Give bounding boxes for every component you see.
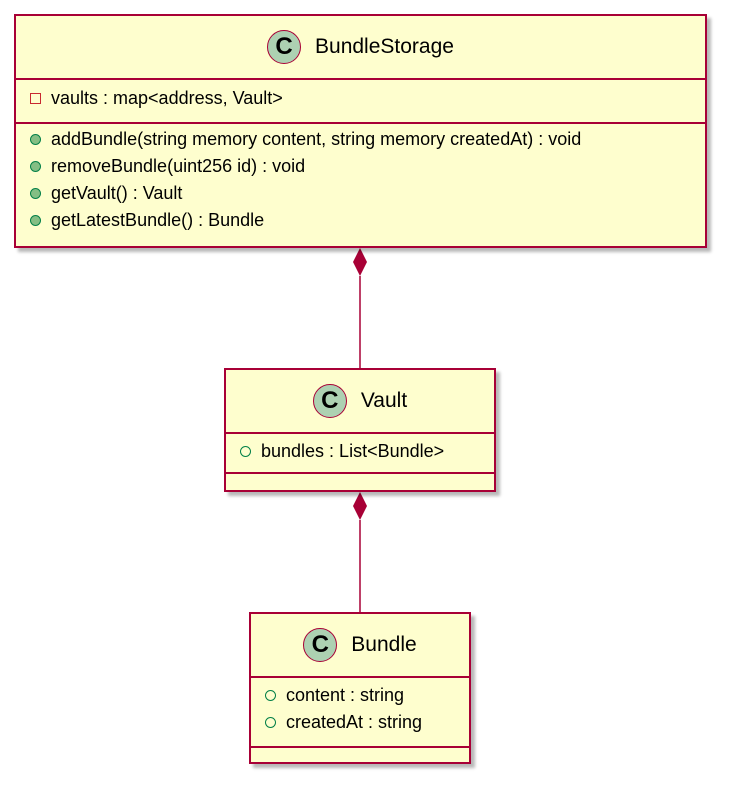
- field-row: vaults : map<address, Vault>: [16, 85, 705, 112]
- class-name: Bundle: [351, 633, 417, 656]
- field-text: createdAt : string: [286, 712, 423, 732]
- private-field-icon: [30, 93, 41, 104]
- method-text: getLatestBundle() : Bundle: [51, 210, 265, 230]
- class-name: BundleStorage: [315, 35, 454, 58]
- composition-diamond: [353, 248, 367, 276]
- methods-section: [226, 474, 494, 480]
- public-method-icon: [30, 161, 41, 172]
- class-circle-icon: C: [303, 628, 338, 662]
- class-header: C Vault: [226, 370, 494, 434]
- method-row: getVault() : Vault: [16, 180, 705, 207]
- method-text: addBundle(string memory content, string …: [51, 129, 582, 149]
- composition-bundlestorage-vault: [353, 248, 367, 368]
- class-header: C BundleStorage: [16, 16, 705, 80]
- fields-section: vaults : map<address, Vault>: [16, 80, 705, 124]
- public-method-icon: [30, 188, 41, 199]
- field-text: content : string: [286, 685, 405, 705]
- class-header: C Bundle: [251, 614, 469, 678]
- field-row: createdAt : string: [251, 709, 469, 736]
- class-name: Vault: [360, 389, 408, 412]
- class-circle-icon: C: [312, 384, 347, 418]
- methods-section: addBundle(string memory content, string …: [16, 124, 705, 238]
- class-vault[interactable]: C Vault bundles : List<Bundle>: [224, 368, 496, 492]
- composition-vault-bundle: [353, 492, 367, 612]
- class-bundlestorage[interactable]: C BundleStorage vaults : map<address, Va…: [14, 14, 707, 248]
- class-bundle[interactable]: C Bundle content : string createdAt : st…: [249, 612, 471, 764]
- public-field-icon: [265, 690, 276, 701]
- method-text: removeBundle(uint256 id) : void: [51, 156, 306, 176]
- fields-section: bundles : List<Bundle>: [226, 434, 494, 474]
- field-row: content : string: [251, 682, 469, 709]
- method-row: addBundle(string memory content, string …: [16, 126, 705, 153]
- public-field-icon: [265, 717, 276, 728]
- method-row: getLatestBundle() : Bundle: [16, 207, 705, 234]
- field-row: bundles : List<Bundle>: [226, 438, 494, 465]
- public-method-icon: [30, 215, 41, 226]
- method-row: removeBundle(uint256 id) : void: [16, 153, 705, 180]
- composition-diamond: [353, 492, 367, 520]
- field-text: bundles : List<Bundle>: [261, 441, 445, 461]
- field-text: vaults : map<address, Vault>: [51, 88, 283, 108]
- method-text: getVault() : Vault: [51, 183, 183, 203]
- fields-section: content : string createdAt : string: [251, 678, 469, 748]
- methods-section: [251, 748, 469, 754]
- public-field-icon: [240, 446, 251, 457]
- class-circle-icon: C: [267, 30, 302, 64]
- public-method-icon: [30, 134, 41, 145]
